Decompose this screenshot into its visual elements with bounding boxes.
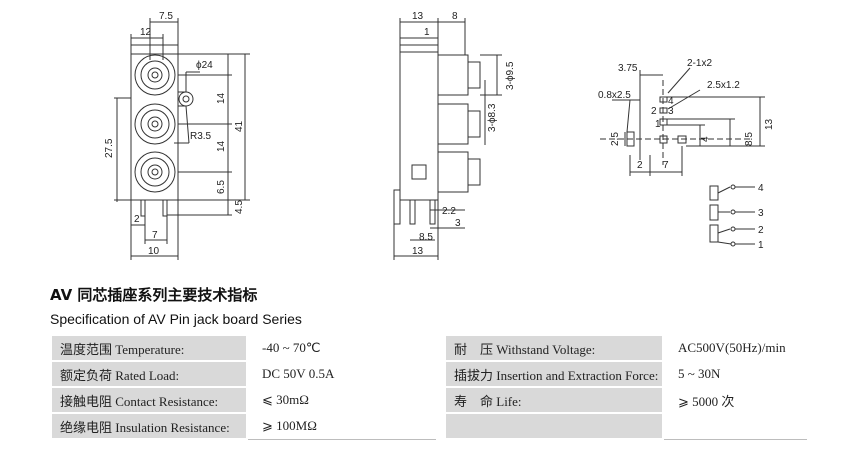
spec-label [444, 412, 664, 440]
label-side-13: 13 [412, 246, 424, 257]
pin-label-4: 4 [668, 96, 674, 107]
label-3-phi9-5: 3-ϕ9.5 [505, 61, 516, 90]
pin-label-1: 1 [655, 119, 661, 130]
front-view-drawing [114, 18, 250, 260]
label-pcb-8-5: 8.5 [744, 132, 755, 146]
spec-table: 温度范围 Temperature: -40 ~ 70℃ 耐 压 Withstan… [50, 334, 809, 440]
terminal-3: 3 [758, 208, 764, 219]
label-2-2: 2.2 [442, 206, 456, 217]
label-3-75: 3.75 [618, 63, 638, 74]
side-view-drawing [393, 18, 502, 260]
pin-label-2: 2 [651, 106, 657, 117]
label-2-5x1-2: 2.5x1.2 [707, 80, 740, 91]
spec-label: 额定负荷 Rated Load: [50, 360, 248, 388]
spec-label: 绝缘电阻 Insulation Resistance: [50, 412, 248, 440]
spec-label: 插拔力 Insertion and Extraction Force: [444, 360, 664, 388]
pcb-layout-drawing [600, 67, 765, 176]
label-2: 2 [134, 214, 140, 225]
label-27-5: 27.5 [104, 138, 115, 158]
label-7-5: 7.5 [159, 11, 173, 22]
label-2-1x2: 2-1x2 [687, 58, 712, 69]
spec-value: 5 ~ 30N [662, 360, 809, 388]
label-pcb-2: 2 [637, 160, 643, 171]
spec-value: ⩾ 100MΩ [246, 412, 438, 440]
label-0-8x2-5: 0.8x2.5 [598, 90, 631, 101]
spec-label: 寿 命 Life: [444, 386, 664, 414]
table-row: 温度范围 Temperature: -40 ~ 70℃ 耐 压 Withstan… [50, 334, 809, 362]
label-3: 3 [455, 218, 461, 229]
label-3-phi8-3: 3-ϕ8.3 [487, 103, 498, 132]
label-pcb-2-5: 2.5 [610, 132, 621, 146]
label-1: 1 [424, 27, 430, 38]
label-pcb-4: 4 [700, 136, 711, 142]
terminal-4: 4 [758, 183, 764, 194]
spec-value: ⩾ 5000 次 [662, 386, 809, 414]
label-phi24: ϕ24 [196, 60, 213, 71]
label-8-5: 8.5 [419, 232, 433, 243]
spec-label: 耐 压 Withstand Voltage: [444, 334, 664, 362]
label-6-5: 6.5 [216, 180, 227, 194]
label-pcb-13: 13 [764, 118, 775, 130]
spec-value: -40 ~ 70℃ [246, 334, 438, 362]
label-13: 13 [412, 11, 424, 22]
label-7: 7 [152, 230, 158, 241]
label-14a: 14 [216, 92, 227, 104]
technical-drawings: 7.5 12 ϕ24 R3.5 27.5 14 14 41 6.5 4.5 2 … [104, 11, 775, 260]
label-r3-5: R3.5 [190, 131, 212, 142]
terminal-1: 1 [758, 240, 764, 251]
table-row: 绝缘电阻 Insulation Resistance: ⩾ 100MΩ [50, 412, 809, 440]
spec-label: 接触电阻 Contact Resistance: [50, 386, 248, 414]
label-10: 10 [148, 246, 160, 257]
spec-value: DC 50V 0.5A [246, 360, 438, 388]
spec-label: 温度范围 Temperature: [50, 334, 248, 362]
table-row: 额定负荷 Rated Load: DC 50V 0.5A 插拔力 Inserti… [50, 360, 809, 388]
schematic-drawing [709, 184, 755, 247]
spec-title-chinese: AV 同芯插座系列主要技术指标 [50, 286, 258, 304]
label-pcb-7: 7 [663, 160, 669, 171]
spec-value [662, 412, 809, 440]
label-8: 8 [452, 11, 458, 22]
spec-value: AC500V(50Hz)/min [662, 334, 809, 362]
label-14b: 14 [216, 140, 227, 152]
label-41: 41 [234, 120, 245, 132]
label-12: 12 [140, 27, 152, 38]
table-row: 接触电阻 Contact Resistance: ⩽ 30mΩ 寿 命 Life… [50, 386, 809, 414]
spec-value: ⩽ 30mΩ [246, 386, 438, 414]
spec-title-english: Specification of AV Pin jack board Serie… [50, 311, 302, 327]
pin-label-3: 3 [668, 106, 674, 117]
terminal-2: 2 [758, 225, 764, 236]
label-4-5: 4.5 [234, 200, 245, 214]
